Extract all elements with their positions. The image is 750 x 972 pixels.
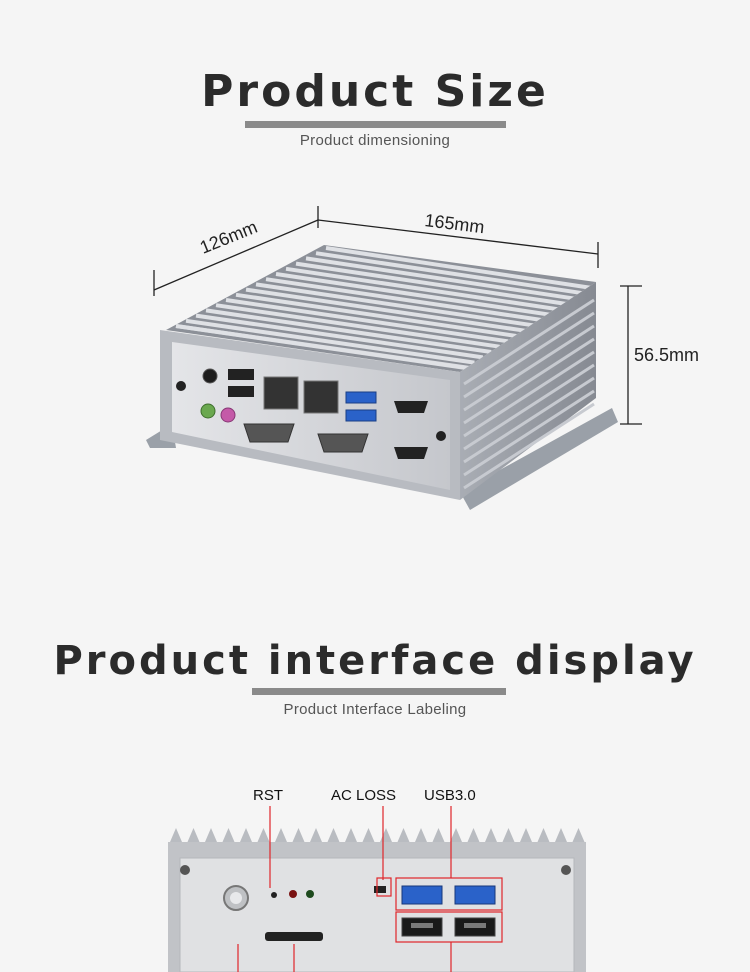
- height-label: 56.5mm: [634, 345, 699, 365]
- heatsink-fin: [292, 828, 305, 842]
- heatsink-fin: [315, 251, 584, 296]
- usb3-port-icon: [401, 885, 443, 905]
- heatsink-fin: [432, 828, 445, 842]
- led-indicator-icon: [289, 890, 297, 898]
- sd-card-slot-icon: [265, 932, 323, 941]
- side-fin: [463, 298, 595, 386]
- usb3-port-icon: [345, 409, 377, 422]
- heatsink-fin: [275, 272, 551, 317]
- heatsink-fin: [240, 828, 252, 842]
- panel-screw: [176, 381, 186, 391]
- heatsink-fin: [310, 828, 322, 842]
- height-dimension: 56.5mm: [620, 285, 699, 425]
- usb3-port-icon: [345, 391, 377, 404]
- heatsink-fin: [222, 828, 235, 842]
- usb2-port-icon: [228, 369, 254, 380]
- hdmi-port-icon: [394, 447, 428, 459]
- usb2-port-icon: [228, 386, 254, 397]
- interface-section-title: Product interface display: [53, 638, 697, 684]
- interface-title-underline: [252, 688, 506, 695]
- right-bracket: [460, 408, 618, 510]
- heatsink-fin: [257, 828, 270, 842]
- heatsink-fin: [265, 277, 542, 322]
- heatsink-fin: [185, 318, 475, 365]
- heatsink-fin: [225, 298, 509, 344]
- lan-port-icon: [303, 380, 339, 414]
- front-ports: [176, 368, 446, 459]
- heatsink-fin: [555, 828, 567, 842]
- size-title-underline: [245, 121, 506, 128]
- heatsink-fin: [275, 828, 287, 842]
- usb2-port-icon: [464, 923, 486, 928]
- ac-loss-callout-label: AC LOSS: [331, 787, 396, 804]
- heatsink-fin: [502, 828, 515, 842]
- heatsink-fin: [235, 292, 517, 338]
- side-fin: [463, 402, 595, 490]
- heatsink-fin: [255, 282, 534, 328]
- product-size-illustration: 126mm 165mm 56.5mm: [146, 206, 699, 510]
- heatsink-fin: [195, 313, 484, 360]
- usb3-port-icon: [454, 885, 496, 905]
- heatsink-fin: [397, 828, 410, 842]
- heatsink-fin: [572, 828, 585, 842]
- heatsink-fin: [205, 308, 492, 354]
- ac-loss-switch-icon: [374, 886, 386, 893]
- size-section-subtitle: Product dimensioning: [299, 132, 451, 149]
- side-fin: [463, 311, 595, 399]
- heatsink-fin: [175, 324, 467, 370]
- interface-section-subtitle: Product Interface Labeling: [283, 701, 467, 718]
- rst-callout-label: RST: [253, 787, 283, 804]
- heatsink-fin: [450, 828, 462, 842]
- usb3-callout-label: USB3.0: [424, 787, 476, 804]
- heatsink-fin: [305, 256, 576, 301]
- led-indicator-icon: [306, 890, 314, 898]
- chassis-side: [460, 282, 596, 500]
- side-fin: [463, 324, 595, 412]
- heatsink-fin: [170, 828, 182, 842]
- mic-in-jack-icon: [220, 407, 236, 423]
- heatsink-fin: [205, 828, 217, 842]
- callout-lines: [237, 806, 503, 972]
- heatsink-fin: [485, 828, 497, 842]
- heatsink-fin: [215, 303, 500, 349]
- com-port-icon: [243, 423, 295, 443]
- heatsink-fin: [345, 828, 357, 842]
- panel-screw: [180, 865, 190, 875]
- heatsink-fin: [327, 828, 340, 842]
- heatsink-fin: [245, 287, 526, 333]
- rst-button-icon: [271, 892, 277, 898]
- panel-screw: [561, 865, 571, 875]
- heatsink-fin: [295, 261, 568, 306]
- side-fin: [463, 363, 595, 451]
- size-section-title: Product Size: [201, 66, 549, 117]
- com-port-icon: [317, 433, 369, 453]
- audio-out-jack-icon: [200, 403, 216, 419]
- usb2-port-icon: [411, 923, 433, 928]
- side-fin: [463, 389, 595, 477]
- heatsink-fin: [467, 828, 480, 842]
- side-fin: [463, 350, 595, 438]
- power-button-icon: [230, 892, 242, 904]
- hdmi-port-icon: [394, 401, 428, 413]
- heatsink-fin: [380, 828, 392, 842]
- heatsink-fin: [520, 828, 532, 842]
- heatsink-fin: [362, 828, 375, 842]
- side-fin: [463, 376, 595, 464]
- heatsink-fin: [325, 246, 593, 290]
- heatsink-fin: [285, 266, 559, 312]
- side-fin: [463, 337, 595, 425]
- heatsink-fin: [415, 828, 427, 842]
- panel-screw: [436, 431, 446, 441]
- heatsink-fin: [187, 828, 200, 842]
- heatsink-fin: [537, 828, 550, 842]
- power-button-icon: [202, 368, 218, 384]
- rear-io-panel: [179, 857, 575, 972]
- lan-port-icon: [263, 376, 299, 410]
